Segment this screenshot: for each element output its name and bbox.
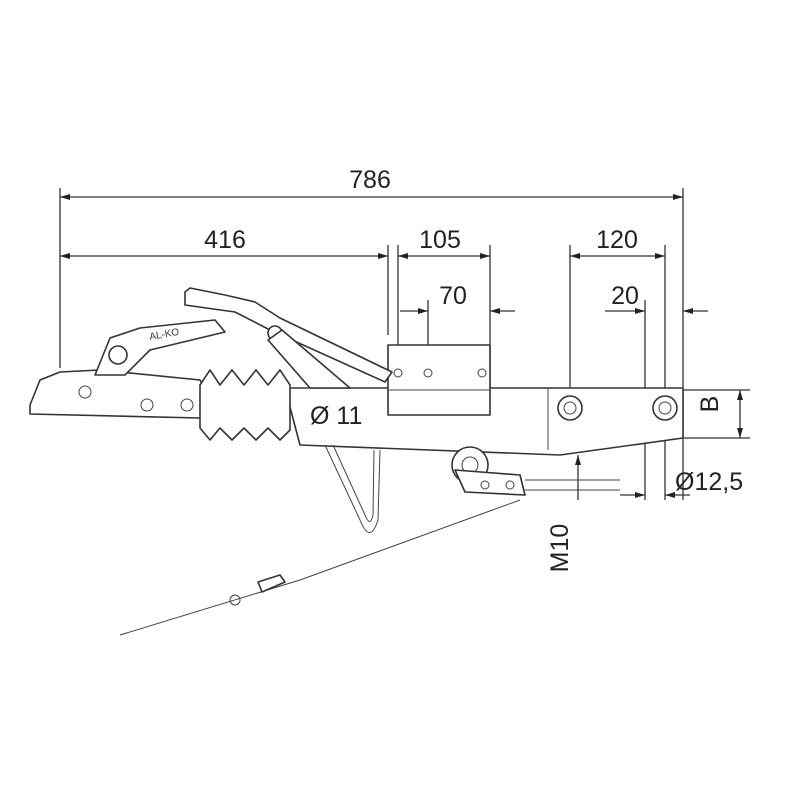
dim-rear-hole-offset: 20 xyxy=(611,282,639,310)
dim-overall-length: 786 xyxy=(349,166,391,194)
dim-bracket-hole-spacing: 70 xyxy=(439,282,467,310)
alko-logo: AL-KO xyxy=(149,327,181,343)
dim-profile-height: B xyxy=(696,396,724,413)
dim-bracket-width: 105 xyxy=(419,226,461,254)
dim-thread: M10 xyxy=(546,524,574,573)
coupling-body: AL-KO xyxy=(29,287,684,636)
dim-hole-diameter-rear: Ø12,5 xyxy=(675,468,743,496)
dim-coupling-to-bracket: 416 xyxy=(204,226,246,254)
dim-rear-hole-spacing: 120 xyxy=(596,226,638,254)
dimension-lines xyxy=(60,194,743,500)
dim-hole-diameter-front: Ø 11 xyxy=(310,402,362,430)
